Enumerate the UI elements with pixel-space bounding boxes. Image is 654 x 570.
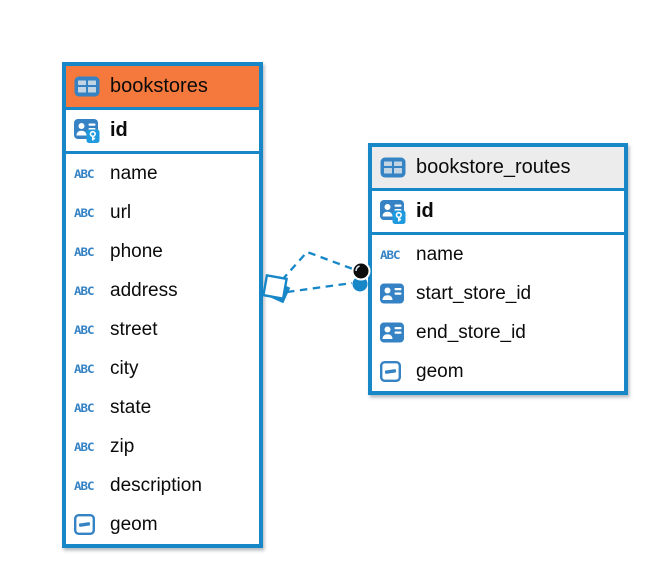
abc-icon: ABC <box>74 244 95 259</box>
field-name: id <box>416 200 434 222</box>
field-name: geom <box>110 513 158 535</box>
abc-icon: ABC <box>74 439 95 454</box>
table-bookstore-routes-header[interactable]: bookstore_routes <box>372 147 624 191</box>
square-marker-stack[interactable] <box>262 274 291 304</box>
relationship-line-upper[interactable] <box>281 250 354 281</box>
table-title: bookstores <box>110 75 208 97</box>
field-row-id[interactable]: id <box>66 110 259 154</box>
person-key-icon <box>74 118 102 144</box>
circle-marker-stack[interactable] <box>351 261 371 292</box>
field-row[interactable]: ABC address <box>66 271 259 310</box>
field-name: start_store_id <box>416 282 532 304</box>
field-name: name <box>110 162 158 184</box>
abc-icon: ABC <box>74 478 95 493</box>
field-name: name <box>416 243 464 265</box>
abc-icon: ABC <box>74 205 95 220</box>
abc-icon: ABC <box>74 166 95 181</box>
field-row[interactable]: ABC name <box>66 154 259 193</box>
table-title: bookstore_routes <box>416 156 571 178</box>
field-name: address <box>110 279 178 301</box>
abc-icon: ABC <box>74 322 95 337</box>
field-row[interactable]: ABC street <box>66 310 259 349</box>
field-row[interactable]: end_store_id <box>372 313 624 352</box>
table-bookstores[interactable]: bookstores id ABC name ABC url ABC phone <box>62 62 263 548</box>
field-name: url <box>110 201 132 223</box>
field-name: zip <box>110 435 135 457</box>
field-name: street <box>110 318 158 340</box>
table-icon <box>74 76 102 97</box>
abc-icon: ABC <box>74 283 95 298</box>
field-row[interactable]: ABC state <box>66 388 259 427</box>
abc-icon: ABC <box>380 247 401 262</box>
field-name: geom <box>416 360 464 382</box>
person-icon <box>380 283 408 304</box>
relationship-line-lower[interactable] <box>286 281 353 294</box>
abc-icon: ABC <box>74 361 95 376</box>
field-row[interactable]: ABC zip <box>66 427 259 466</box>
field-row[interactable]: start_store_id <box>372 274 624 313</box>
field-name: id <box>110 119 128 141</box>
field-name: description <box>110 474 202 496</box>
person-icon <box>380 322 408 343</box>
field-name: phone <box>110 240 163 262</box>
field-row-id[interactable]: id <box>372 191 624 235</box>
table-bookstores-header[interactable]: bookstores <box>66 66 259 110</box>
field-name: state <box>110 396 152 418</box>
field-name: end_store_id <box>416 321 526 343</box>
field-row[interactable]: geom <box>66 505 259 544</box>
field-row[interactable]: ABC description <box>66 466 259 505</box>
field-row[interactable]: ABC url <box>66 193 259 232</box>
field-row[interactable]: ABC city <box>66 349 259 388</box>
abc-icon: ABC <box>74 400 95 415</box>
field-name: city <box>110 357 139 379</box>
field-row[interactable]: ABC name <box>372 235 624 274</box>
geometry-icon <box>74 514 102 535</box>
field-row[interactable]: geom <box>372 352 624 391</box>
table-bookstore-routes[interactable]: bookstore_routes id ABC name <box>368 143 628 395</box>
table-icon <box>380 157 408 178</box>
geometry-icon <box>380 361 408 382</box>
person-key-icon <box>380 199 408 225</box>
field-row[interactable]: ABC phone <box>66 232 259 271</box>
